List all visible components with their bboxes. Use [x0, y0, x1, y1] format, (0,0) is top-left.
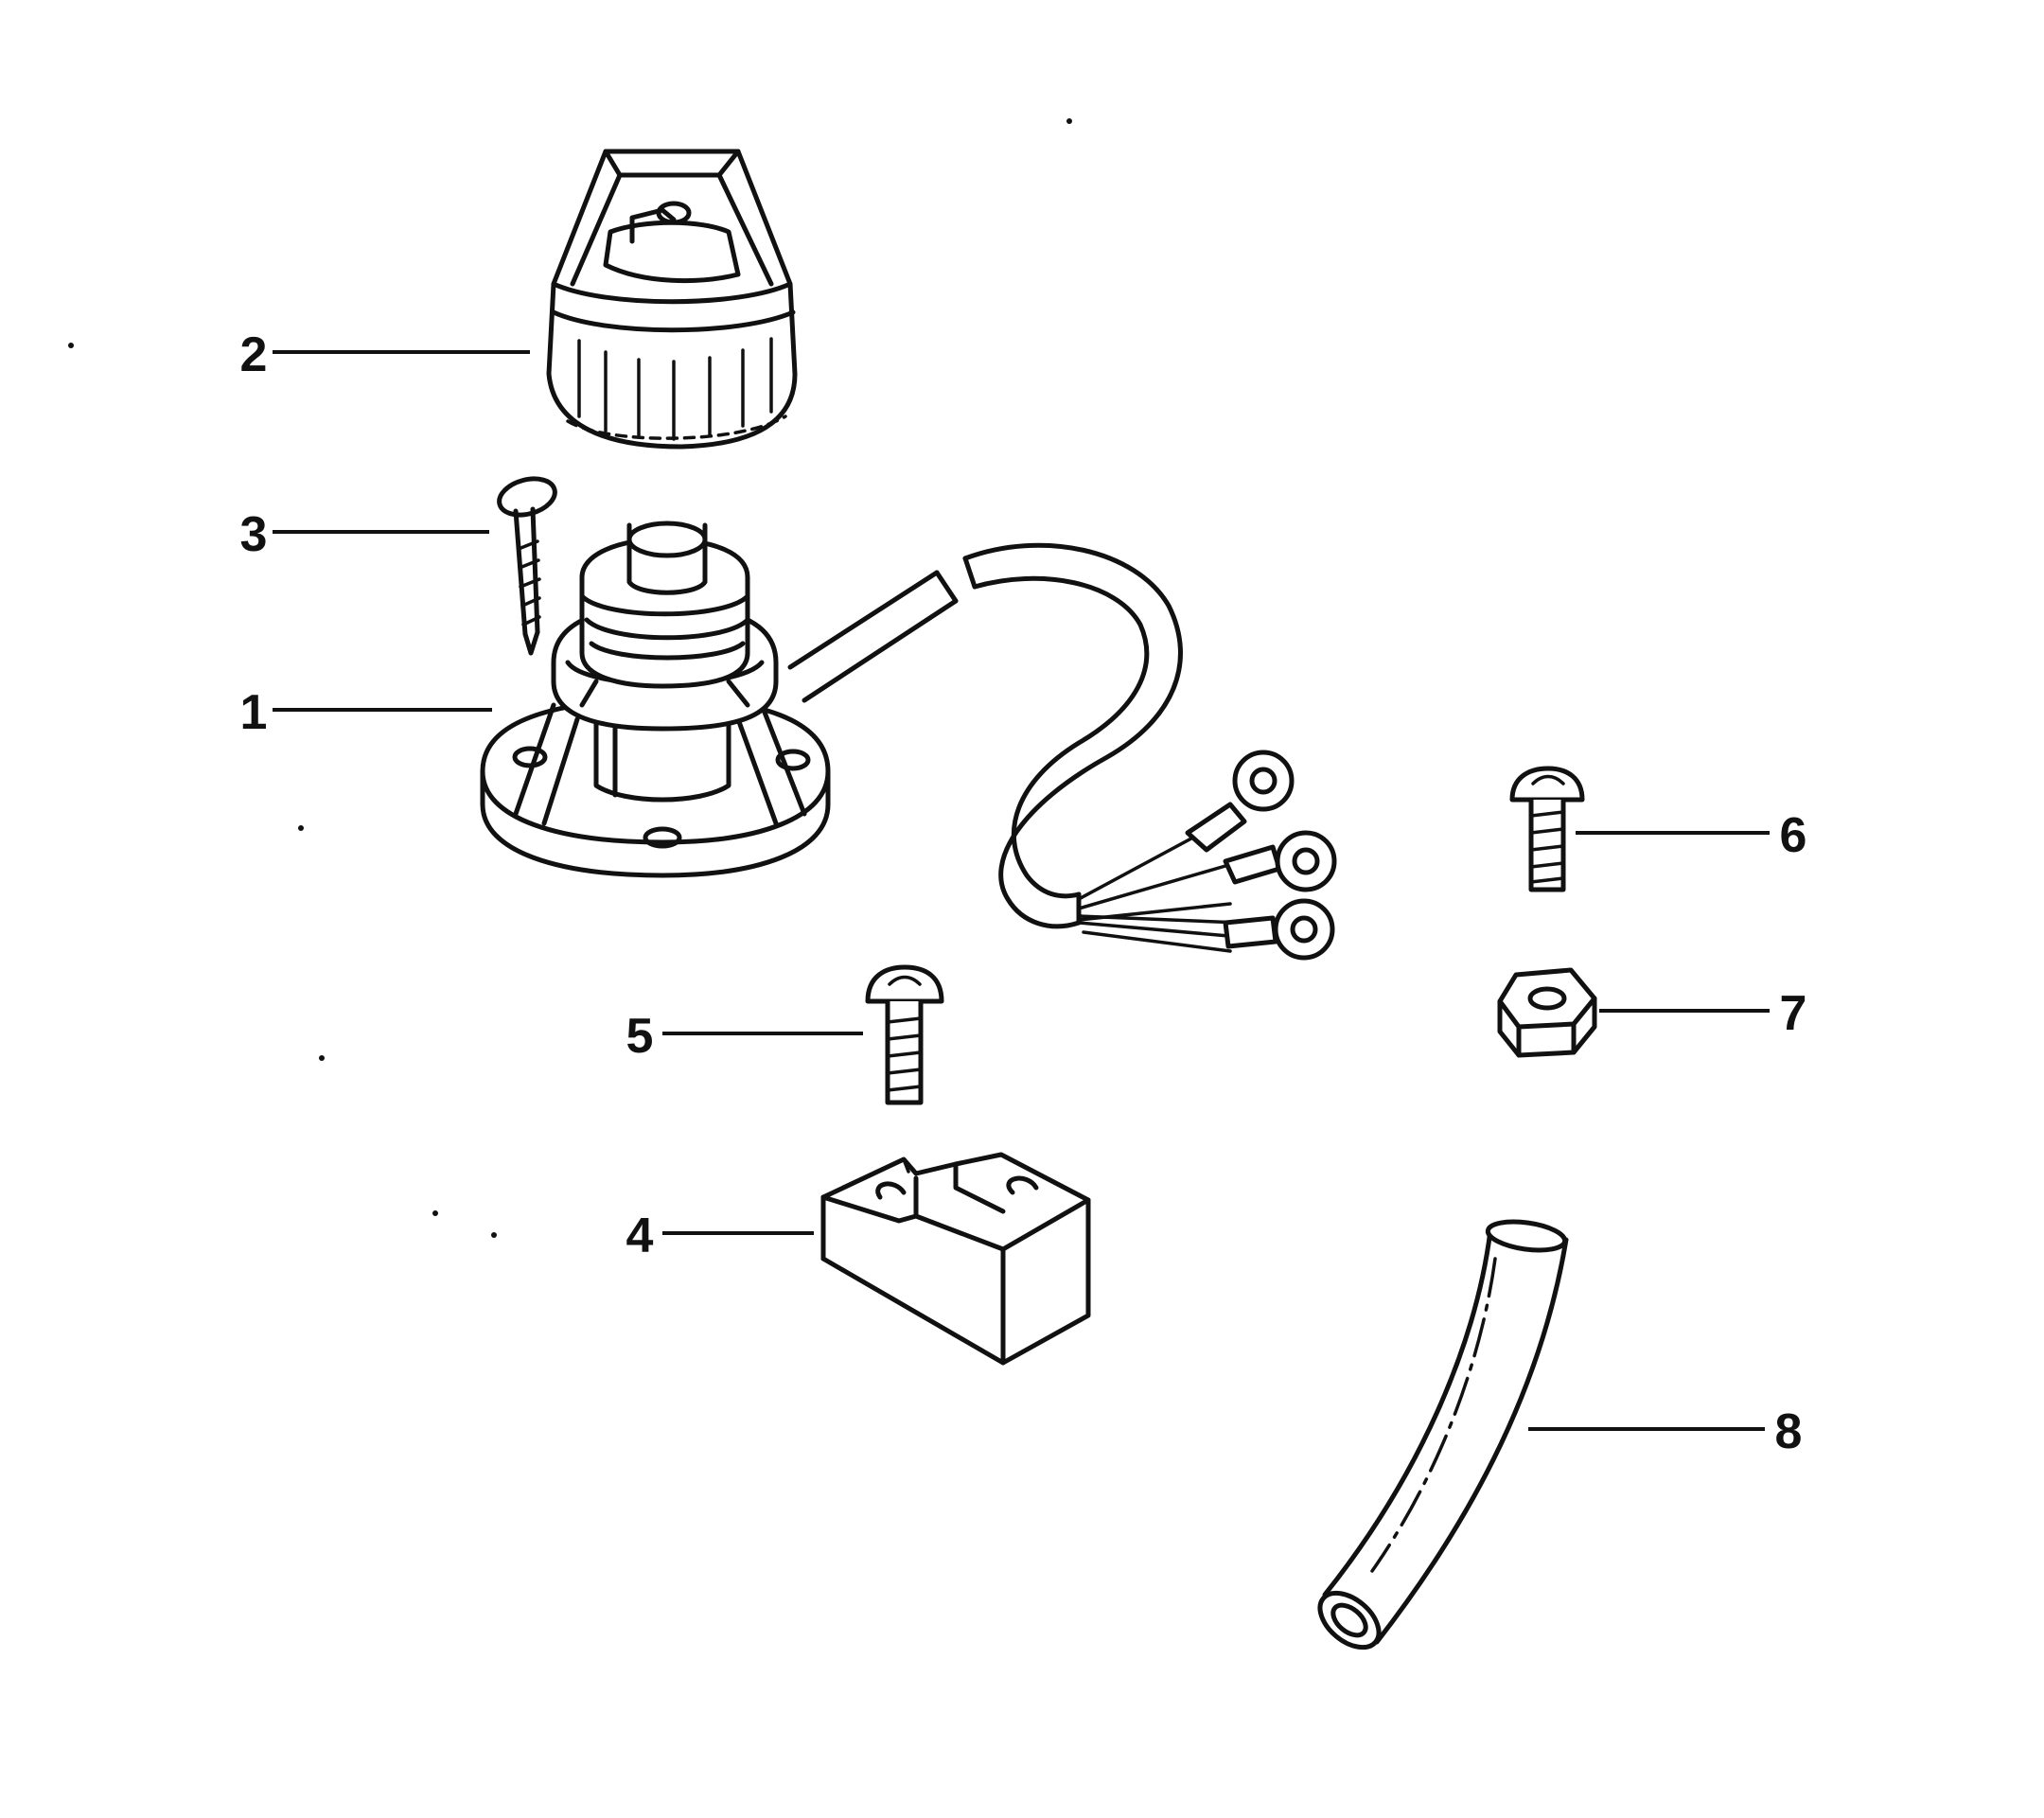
callout-7: 7	[1780, 986, 1807, 1041]
callout-3: 3	[240, 507, 268, 562]
part-6-screw	[1509, 766, 1585, 892]
part-7-hex-nut	[1497, 967, 1597, 1058]
callout-6: 6	[1780, 808, 1807, 863]
callout-4: 4	[626, 1209, 654, 1263]
callout-8: 8	[1775, 1404, 1803, 1459]
callout-1: 1	[240, 685, 268, 740]
part-5-screw	[865, 964, 944, 1105]
leader-lines	[273, 350, 1770, 1431]
scan-specks	[68, 118, 1072, 1238]
cap-grip-ribs	[577, 337, 773, 441]
part-3-wood-screw	[497, 476, 557, 656]
callout-labels: 2 3 1 5 4 6 7 8	[240, 327, 1807, 1459]
callout-5: 5	[626, 1009, 654, 1064]
part-8-tube	[1317, 1219, 1569, 1650]
part-4-block	[820, 1152, 1091, 1366]
ring-terminals	[1185, 750, 1337, 961]
part-2-cap	[546, 149, 798, 450]
callout-2: 2	[240, 327, 268, 382]
part-1-switch-base	[480, 521, 1337, 961]
